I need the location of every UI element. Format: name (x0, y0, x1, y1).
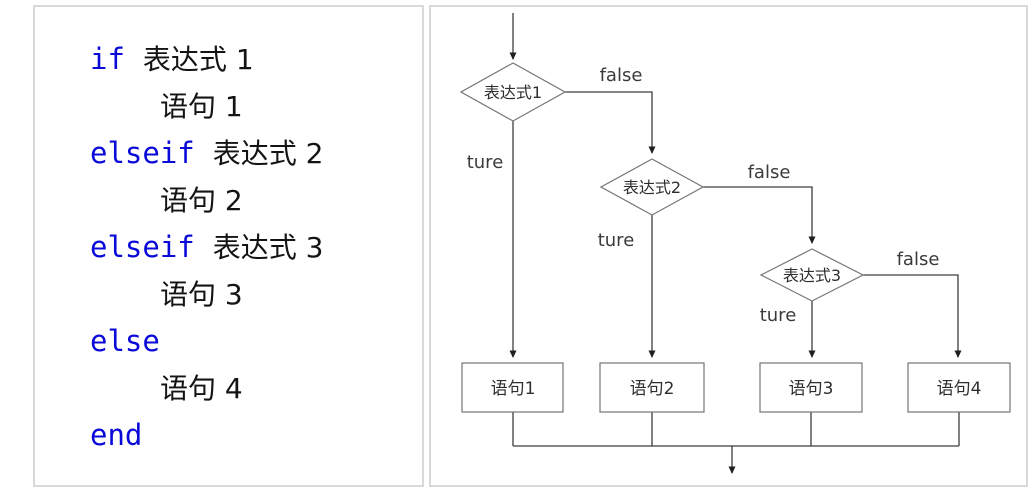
statement-4-box (907, 362, 1011, 413)
flowchart-svg: 表达式1 表达式2 表达式3 语句1 语句2 语句3 语句4 false fal… (459, 13, 1011, 474)
statement-1-box (461, 362, 564, 413)
code-text: 语句 1 (160, 90, 243, 123)
code-line-stmt-1: 语句 1 (90, 83, 422, 130)
statement-2-label: 语句2 (630, 379, 675, 399)
code-line-elseif-2: elseif 表达式 3 (90, 224, 422, 271)
false-branch-3-connector (863, 274, 962, 358)
false-branch-1-connector (565, 91, 656, 154)
keyword-elseif: elseif (90, 230, 195, 264)
decision-1-diamond (459, 62, 567, 122)
keyword-end: end (90, 418, 143, 452)
false-label-2: false (748, 162, 791, 183)
statement-1-label: 语句1 (491, 379, 536, 399)
keyword-if: if (90, 42, 125, 76)
decision-1-label: 表达式1 (484, 83, 542, 102)
keyword-else: else (90, 324, 160, 358)
code-line-stmt-4: 语句 4 (90, 365, 422, 412)
flowchart-panel: 表达式1 表达式2 表达式3 语句1 语句2 语句3 语句4 false fal… (429, 5, 1028, 487)
true-label-3: ture (760, 305, 797, 326)
code-line-if-1: if 表达式 1 (90, 36, 422, 83)
decision-3-diamond (759, 248, 865, 302)
false-branch-2-connector (703, 186, 816, 244)
true-label-2: ture (598, 230, 635, 251)
code-line-stmt-3: 语句 3 (90, 271, 422, 318)
code-line-end: end (90, 412, 422, 459)
true-label-1: ture (467, 152, 504, 173)
code-panel: if 表达式 1 语句 1 elseif 表达式 2 语句 2 elseif 表达式 … (33, 5, 424, 487)
code-text: 表达式 2 (212, 137, 324, 170)
code-line-else: else (90, 318, 422, 365)
code-text: 语句 3 (160, 278, 243, 311)
statement-3-label: 语句3 (789, 379, 834, 399)
code-text: 表达式 1 (142, 43, 254, 76)
code-text: 表达式 3 (212, 231, 324, 264)
decision-2-diamond (599, 158, 705, 216)
code-line-stmt-2: 语句 2 (90, 177, 422, 224)
decision-2-label: 表达式2 (623, 178, 681, 197)
decision-3-label: 表达式3 (783, 266, 841, 285)
code-text: 语句 2 (160, 184, 243, 217)
code-text: 语句 4 (160, 372, 243, 405)
statement-4-label: 语句4 (937, 379, 982, 399)
code-line-elseif-1: elseif 表达式 2 (90, 130, 422, 177)
statement-2-box (599, 362, 705, 413)
false-label-1: false (600, 65, 643, 86)
false-label-3: false (897, 249, 940, 270)
statement-3-box (759, 362, 863, 413)
keyword-elseif: elseif (90, 136, 195, 170)
